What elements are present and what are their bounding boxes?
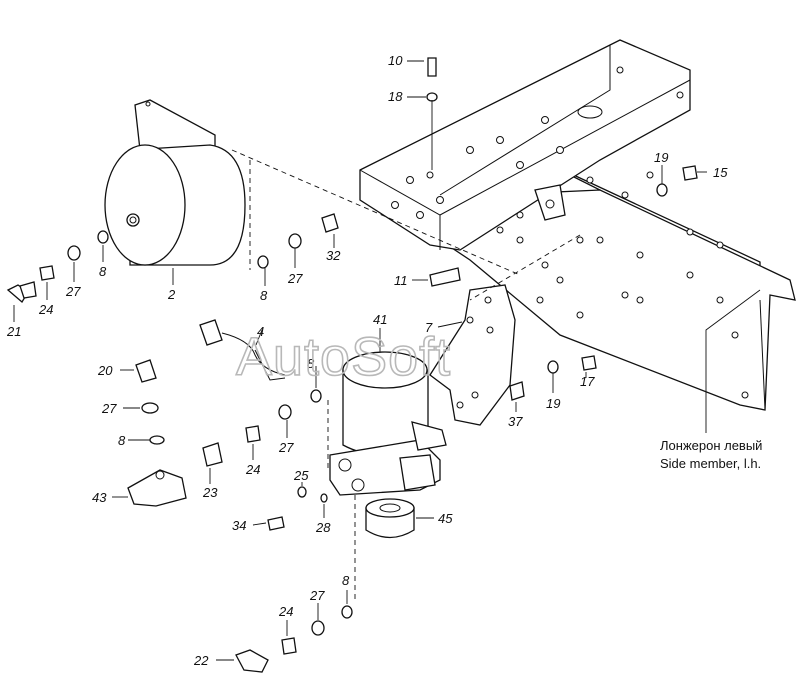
callout-8-left: 8: [99, 264, 107, 279]
callout-27-dryer: 27: [278, 440, 294, 455]
callout-7: 7: [425, 320, 433, 335]
callout-17: 17: [580, 374, 595, 389]
callout-8-bottom: 8: [342, 573, 350, 588]
frame-holes: [496, 171, 749, 399]
callout-43: 43: [92, 490, 107, 505]
callout-18: 18: [388, 89, 403, 104]
callout-22: 22: [193, 653, 209, 668]
heater-cable: [199, 319, 286, 381]
callout-10: 10: [388, 53, 403, 68]
air-receiver: [104, 99, 246, 266]
callout-28: 28: [315, 520, 331, 535]
callout-32: 32: [326, 248, 341, 263]
side-member-caption-ru: Лонжерон левый: [660, 438, 762, 453]
callout-20: 20: [97, 363, 113, 378]
callout-27-bottom: 27: [309, 588, 325, 603]
callout-15: 15: [713, 165, 728, 180]
air-dryer: [329, 351, 447, 496]
callout-24-bottom: 24: [278, 604, 293, 619]
callout-45: 45: [438, 511, 453, 526]
mounting-plate: [429, 284, 516, 426]
callout-41: 41: [373, 312, 387, 327]
callout-19-top: 19: [654, 150, 668, 165]
filter-cartridge: [365, 498, 415, 539]
callout-27-mid: 27: [101, 401, 117, 416]
callout-27-receiver: 27: [287, 271, 303, 286]
callout-34: 34: [232, 518, 246, 533]
callout-8-dryer: 8: [307, 356, 315, 371]
crossmember-bracket: [359, 39, 691, 251]
callout-2: 2: [167, 287, 176, 302]
side-member-caption-en: Side member, l.h.: [660, 456, 761, 471]
callout-24-left: 24: [38, 302, 53, 317]
callout-25: 25: [293, 468, 309, 483]
callout-24-mid: 24: [245, 462, 260, 477]
watermark: AutoSoft: [236, 327, 451, 387]
callout-37: 37: [508, 414, 523, 429]
callout-19-mid: 19: [546, 396, 560, 411]
callout-8-receiver: 8: [260, 288, 268, 303]
leader-lines: [13, 60, 761, 661]
callout-23: 23: [202, 485, 218, 500]
callout-labels: 10 18 19 15 11 7 41 19 17 37 2 8 27 32 2…: [6, 53, 728, 668]
callout-27-left: 27: [65, 284, 81, 299]
callout-8-mid: 8: [118, 433, 126, 448]
fittings: [6, 57, 698, 673]
callout-4: 4: [257, 324, 264, 339]
callout-11: 11: [394, 273, 408, 288]
callout-21: 21: [6, 324, 21, 339]
